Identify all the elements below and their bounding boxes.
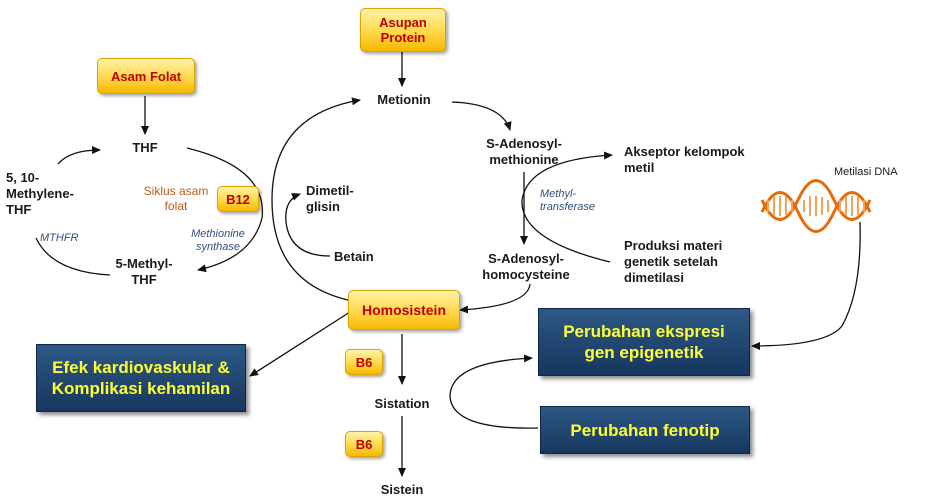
dimetilglisin-label: Dimetil- glisin bbox=[306, 183, 354, 214]
methylene-thf-label: 5, 10- Methylene- THF bbox=[6, 170, 74, 217]
sistation-label: Sistation bbox=[374, 396, 430, 411]
sam-label: S-Adenosyl- methionine bbox=[486, 136, 562, 167]
methionine-synthase-label: Methionine synthase bbox=[191, 228, 245, 253]
homosistein-box: Homosistein bbox=[348, 290, 460, 330]
perubahan-ekspresi-box: Perubahan ekspresi gen epigenetik bbox=[538, 308, 750, 376]
arrow-metionin-sam bbox=[451, 101, 512, 131]
arrow-fenotip-ekspresi bbox=[449, 354, 539, 429]
sah-label: S-Adenosyl- homocysteine bbox=[482, 251, 570, 282]
arrow-methylene-thf bbox=[57, 146, 101, 165]
dna-helix-icon bbox=[760, 179, 872, 233]
betain-label: Betain bbox=[334, 249, 374, 264]
metionin-label: Metionin bbox=[377, 92, 431, 107]
arrow-mthfr bbox=[35, 237, 111, 276]
siklus-asam-folat-label: Siklus asam folat bbox=[143, 184, 209, 213]
thf-label: THF bbox=[132, 140, 158, 155]
perubahan-fenotip-box: Perubahan fenotip bbox=[540, 406, 750, 454]
arrow-homosistein-metionin bbox=[271, 97, 361, 301]
b12-badge: B12 bbox=[217, 186, 259, 212]
arrow-sah-homosistein bbox=[459, 283, 531, 314]
arrow-methyltransferase bbox=[521, 151, 613, 263]
asam-folat-box: Asam Folat bbox=[97, 58, 195, 94]
arrow-thf-methylthf bbox=[186, 147, 264, 273]
metilasi-dna-label: Metilasi DNA bbox=[834, 166, 898, 178]
b6-badge-2: B6 bbox=[345, 431, 383, 457]
produksi-label: Produksi materi genetik setelah dimetila… bbox=[624, 238, 723, 285]
sistein-label: Sistein bbox=[380, 482, 424, 497]
b6-badge-1: B6 bbox=[345, 349, 383, 375]
asupan-protein-box: Asupan Protein bbox=[360, 8, 446, 52]
methyl-thf-label: 5-Methyl- THF bbox=[115, 256, 173, 287]
akseptor-label: Akseptor kelompok metil bbox=[624, 144, 745, 175]
methyltransferase-label: Methyl- transferase bbox=[540, 188, 596, 213]
arrow-betain-dimetilglisin bbox=[285, 193, 331, 257]
efek-kardiovaskular-box: Efek kardiovaskular & Komplikasi kehamil… bbox=[36, 344, 246, 412]
mthfr-label: MTHFR bbox=[40, 232, 79, 244]
arrow-dna-ekspresi bbox=[751, 221, 861, 350]
arrow-homosistein-efek bbox=[249, 311, 351, 377]
